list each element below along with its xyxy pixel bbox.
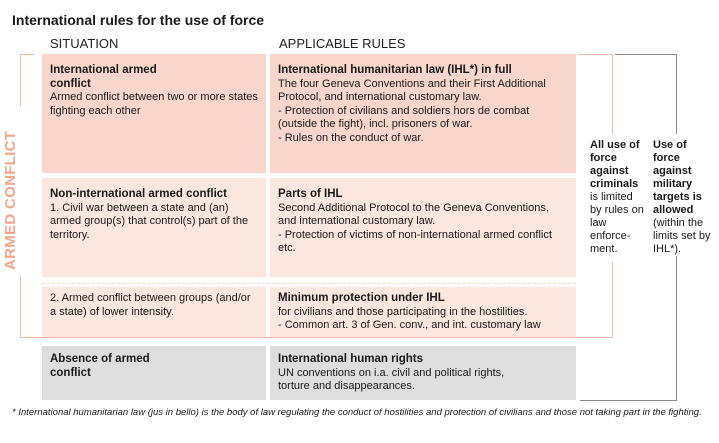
situation-cell: Non-international armed conflict 1. Civi… [42,178,266,277]
bracket-line [612,54,613,134]
rules-text: - Common art. 3 of Gen. conv., and int. … [278,319,541,331]
armed-conflict-label: ARMED CONFLICT [2,130,19,270]
rules-cell: Minimum protection under IHL for civilia… [270,287,576,337]
rules-cell: International humanitarian law (IHL*) in… [270,54,576,173]
situation-cell: 2. Armed conflict between groups (and/or… [42,287,266,337]
bracket-line [580,400,677,401]
rules-text: - Rules on the conduct of war. [278,131,424,144]
header-rules: APPLICABLE RULES [279,36,406,51]
rules-text: for civilians and those participating in… [278,305,528,318]
military-note-text: (within the limits set by IHL*). [653,217,711,255]
bracket-line [615,54,677,55]
bracket-line [612,262,613,337]
rules-text: The four Geneva Conventions and their Fi… [278,77,546,104]
rules-cell: Parts of IHL Second Additional Protocol … [270,178,576,277]
bracket-line [676,236,677,401]
situation-cell: Absence of armed conflict [42,346,266,400]
bracket-line [20,276,21,337]
rules-title: Parts of IHL [278,188,343,200]
rules-text: - Protection of victims of non-internati… [278,228,552,255]
bracket-line [676,54,677,134]
situation-cell: International armed conflict Armed confl… [42,54,266,173]
rules-title: International human rights [278,353,424,365]
bracket-line [20,54,21,106]
rules-text: - Protection of civilians and soldiers h… [278,104,530,131]
rules-text: UN conventions on i.a. civil and politic… [278,366,505,393]
rules-title: Minimum protection under IHL [278,292,445,304]
military-note: Use of force against military targets is… [653,139,715,256]
footnote: * International humanitarian law (jus in… [12,407,702,418]
bracket-line [20,54,34,55]
situation-title: Non-international armed conflict [50,188,227,200]
criminals-note-bold: All use of force against criminals [590,139,640,190]
situation-title: Absence of armed conflict [50,353,150,379]
page-title: International rules for the use of force [12,12,265,28]
military-note-bold: Use of force against military targets is… [653,139,702,216]
rules-cell: International human rights UN convention… [270,346,576,400]
rules-text: Second Additional Protocol to the Geneva… [278,201,549,228]
situation-text: 2. Armed conflict between groups (and/or… [50,292,251,318]
criminals-note: All use of force against criminals is li… [590,139,646,256]
bracket-line [20,337,613,338]
situation-text: 1. Civil war between a state and (an) ar… [50,201,249,241]
header-situation: SITUATION [50,36,119,51]
situation-title: International armed conflict [50,64,157,90]
dashed-divider [42,283,576,284]
situation-text: Armed conflict between two or more state… [50,91,258,117]
bracket-line [578,54,613,55]
criminals-note-text: is limited by rules on law enforce-ment. [590,191,644,255]
rules-title: International humanitarian law (IHL*) in… [278,64,512,76]
